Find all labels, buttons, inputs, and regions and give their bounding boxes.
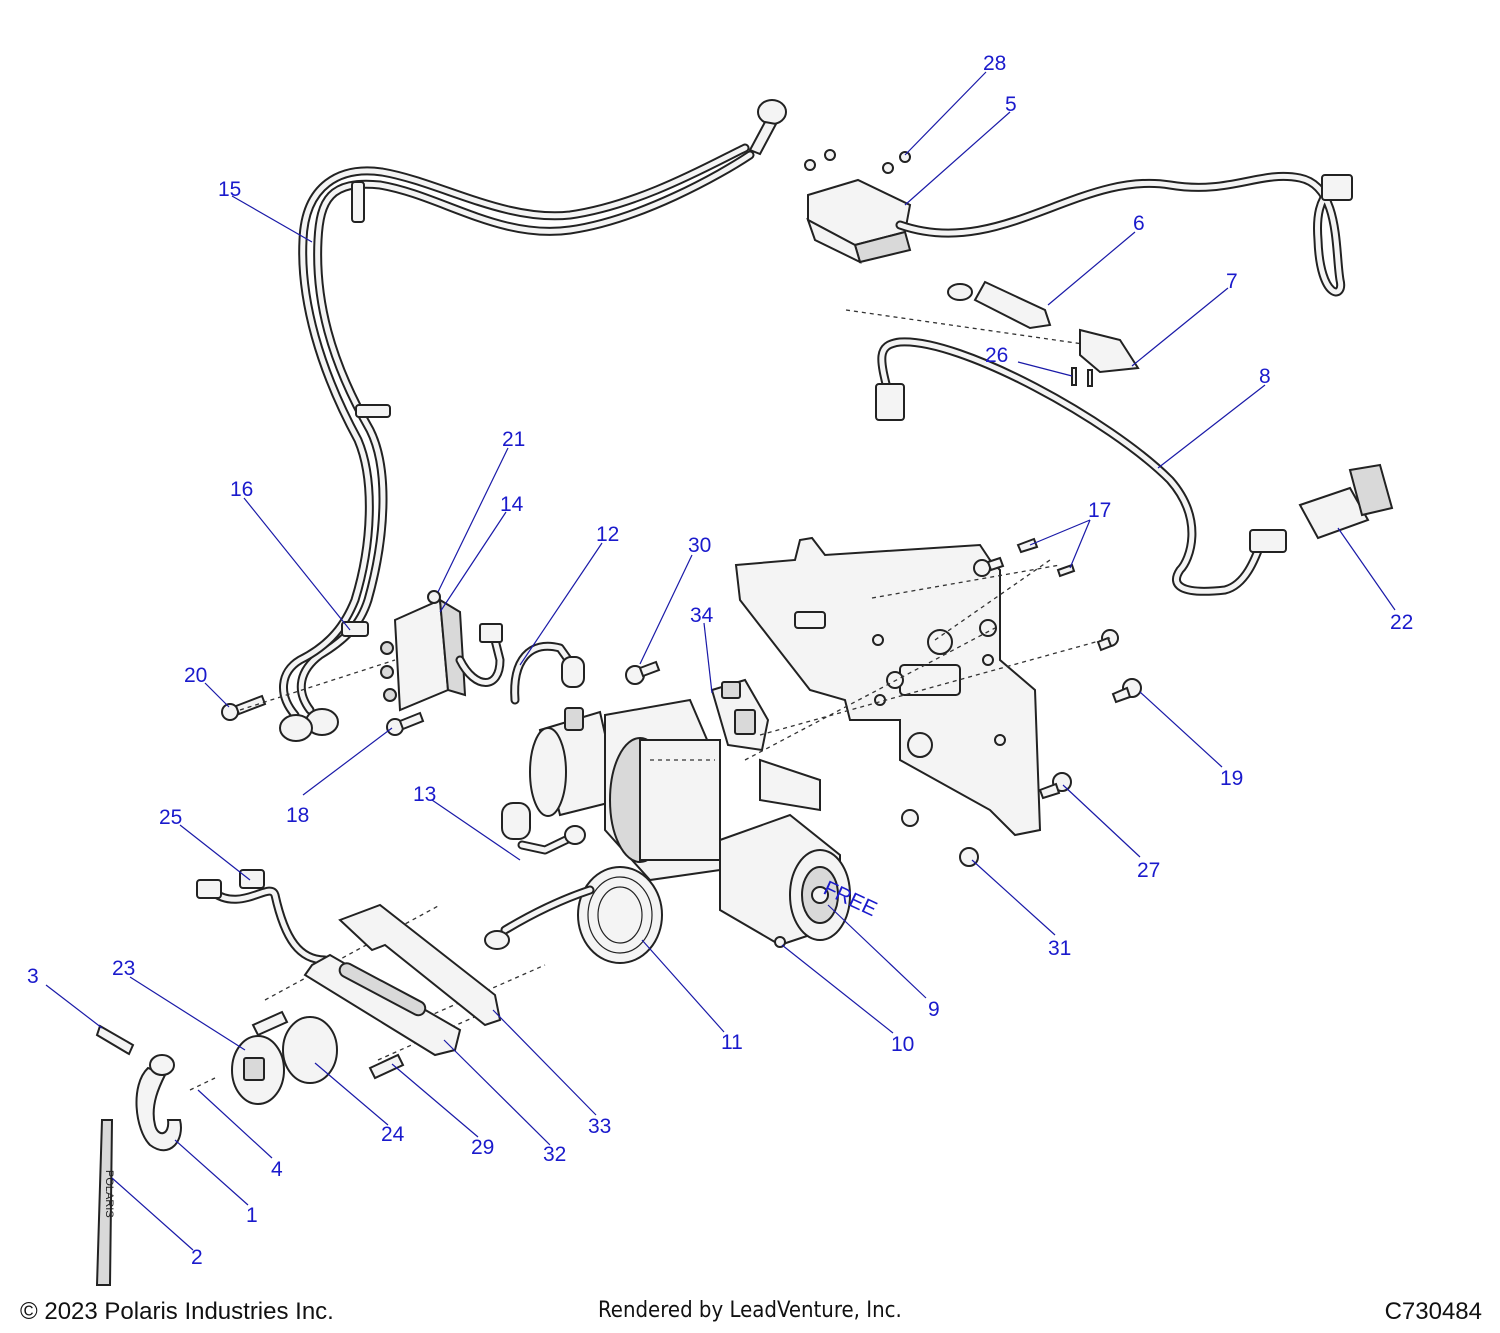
assembly-lines <box>239 309 1111 1061</box>
cover-7 <box>1079 328 1140 374</box>
hook-strap-2: POLARIS <box>95 1119 115 1286</box>
contactor-14 <box>380 598 505 712</box>
copyright-text: © 2023 Polaris Industries Inc. <box>20 1298 334 1325</box>
leader-lines <box>45 71 1396 1251</box>
screw-28 <box>804 149 911 174</box>
bolt-20 <box>221 694 267 721</box>
callout-33: 33 <box>588 1115 611 1138</box>
hook-stopper-23 <box>231 1035 285 1105</box>
fairlead-32 <box>303 953 462 1057</box>
nut-21 <box>427 590 441 604</box>
screw-29 <box>251 1010 405 1080</box>
screw-26 <box>1071 367 1093 387</box>
clip-16 <box>341 621 369 637</box>
callout-29: 29 <box>471 1136 494 1159</box>
fairlead-bracket-33 <box>338 903 502 1027</box>
callout-18: 18 <box>286 804 309 827</box>
callout-17: 17 <box>1088 499 1111 522</box>
hook-1 <box>135 1054 182 1152</box>
connector-22 <box>1298 463 1394 540</box>
callout-3: 3 <box>27 965 39 988</box>
bolt-19 <box>1111 678 1142 704</box>
callout-9: 9 <box>928 998 940 1021</box>
callout-21: 21 <box>502 428 525 451</box>
bolt-17b <box>1016 537 1039 554</box>
remote-harness <box>895 171 1353 297</box>
bolt-17d <box>979 619 997 637</box>
rendered-by-text: Rendered by LeadVenture, Inc. <box>598 1298 902 1323</box>
bolt-30 <box>625 660 661 685</box>
callout-7: 7 <box>1226 270 1238 293</box>
callout-8: 8 <box>1259 365 1271 388</box>
winch-body <box>529 698 851 947</box>
diagram-id: C730484 <box>1384 1298 1482 1325</box>
bolt-17a <box>973 556 1005 577</box>
callout-12: 12 <box>596 523 619 546</box>
harness-8 <box>875 337 1287 596</box>
callout-30: 30 <box>688 534 711 557</box>
callout-24: 24 <box>381 1123 405 1146</box>
nut-plate-b <box>901 809 919 827</box>
callout-20: 20 <box>184 664 207 687</box>
stopper-24 <box>282 1016 338 1084</box>
harness-25 <box>196 869 330 965</box>
callout-23: 23 <box>112 957 135 980</box>
connector-34 <box>710 678 770 752</box>
boot-13 <box>501 802 586 855</box>
bolt-18 <box>386 711 425 736</box>
callout-6: 6 <box>1133 212 1145 235</box>
callout-22: 22 <box>1390 611 1413 634</box>
callout-27: 27 <box>1137 859 1160 882</box>
switch-6 <box>947 280 1052 330</box>
callout-28: 28 <box>983 52 1006 75</box>
callout-25: 25 <box>159 806 182 829</box>
clip-4 <box>189 1077 216 1091</box>
winch-rope-11 <box>484 866 663 964</box>
remote-box-5 <box>806 178 912 264</box>
hook-strap-text: POLARIS <box>103 1170 115 1218</box>
callout-13: 13 <box>413 783 436 806</box>
bolt-27 <box>1038 772 1072 800</box>
callout-11: 11 <box>721 1031 743 1054</box>
callout-labels: 1 2 3 4 5 6 7 8 9 10 11 12 13 14 15 16 1… <box>27 52 1413 1269</box>
screw-10 <box>774 936 786 948</box>
callout-26: 26 <box>985 344 1008 367</box>
callout-5: 5 <box>1005 93 1017 116</box>
nut-plate-c <box>886 671 904 689</box>
callout-4: 4 <box>271 1158 283 1181</box>
callout-1: 1 <box>246 1204 258 1227</box>
bolt-17c <box>1056 563 1076 578</box>
callout-32: 32 <box>543 1143 566 1166</box>
callout-19: 19 <box>1220 767 1243 790</box>
callout-31: 31 <box>1048 937 1071 960</box>
callout-15: 15 <box>218 178 241 201</box>
callout-10: 10 <box>891 1033 914 1056</box>
callout-2: 2 <box>191 1246 203 1269</box>
callout-14: 14 <box>500 493 524 516</box>
boot-12 <box>510 641 585 705</box>
pin-3 <box>95 1024 135 1056</box>
callout-34: 34 <box>690 604 714 627</box>
callout-16: 16 <box>230 478 253 501</box>
